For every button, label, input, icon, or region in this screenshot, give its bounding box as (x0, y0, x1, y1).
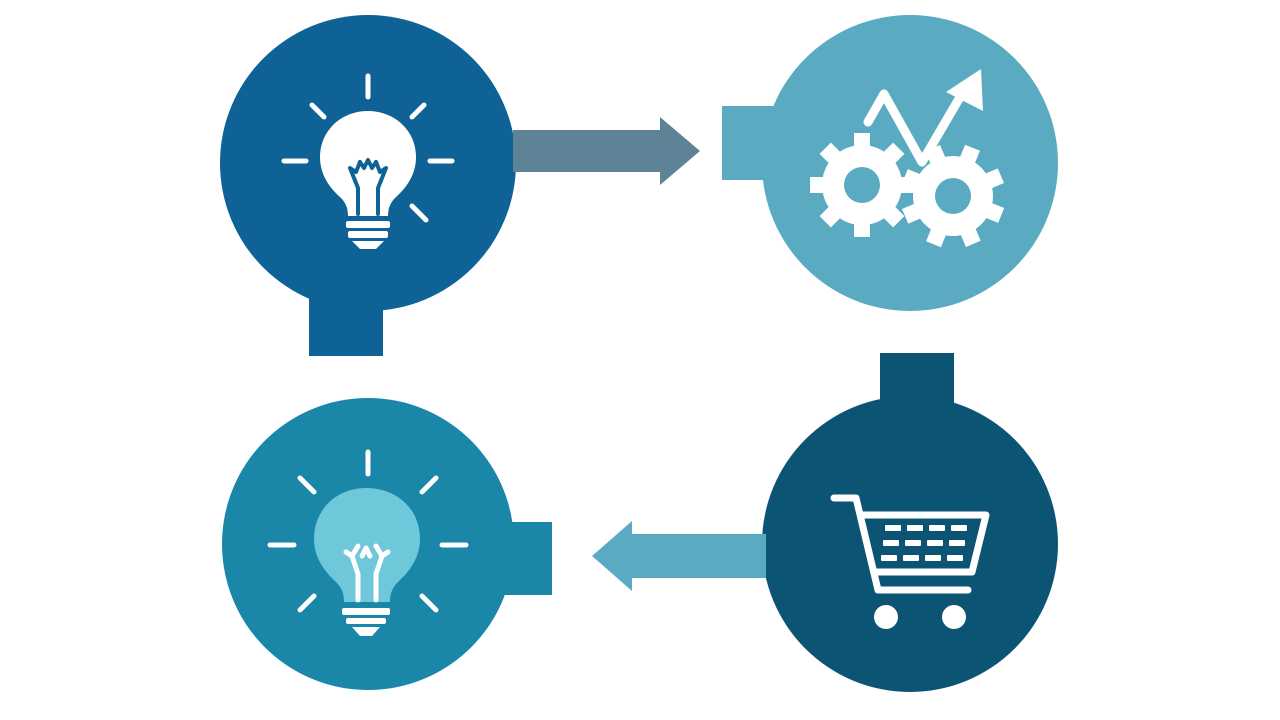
idea-node (220, 15, 516, 356)
flow-arrow-idea-to-process (513, 117, 700, 185)
lightbulb-icon (267, 449, 469, 636)
commerce-node (762, 353, 1058, 692)
process-node (722, 15, 1058, 311)
flow-arrow-commerce-to-insight (592, 521, 766, 591)
lightbulb-icon (281, 73, 455, 249)
process-node-circle (762, 15, 1058, 311)
insight-node (222, 398, 552, 690)
gears-growth-icon (810, 69, 1005, 248)
shopping-cart-icon (830, 494, 990, 629)
